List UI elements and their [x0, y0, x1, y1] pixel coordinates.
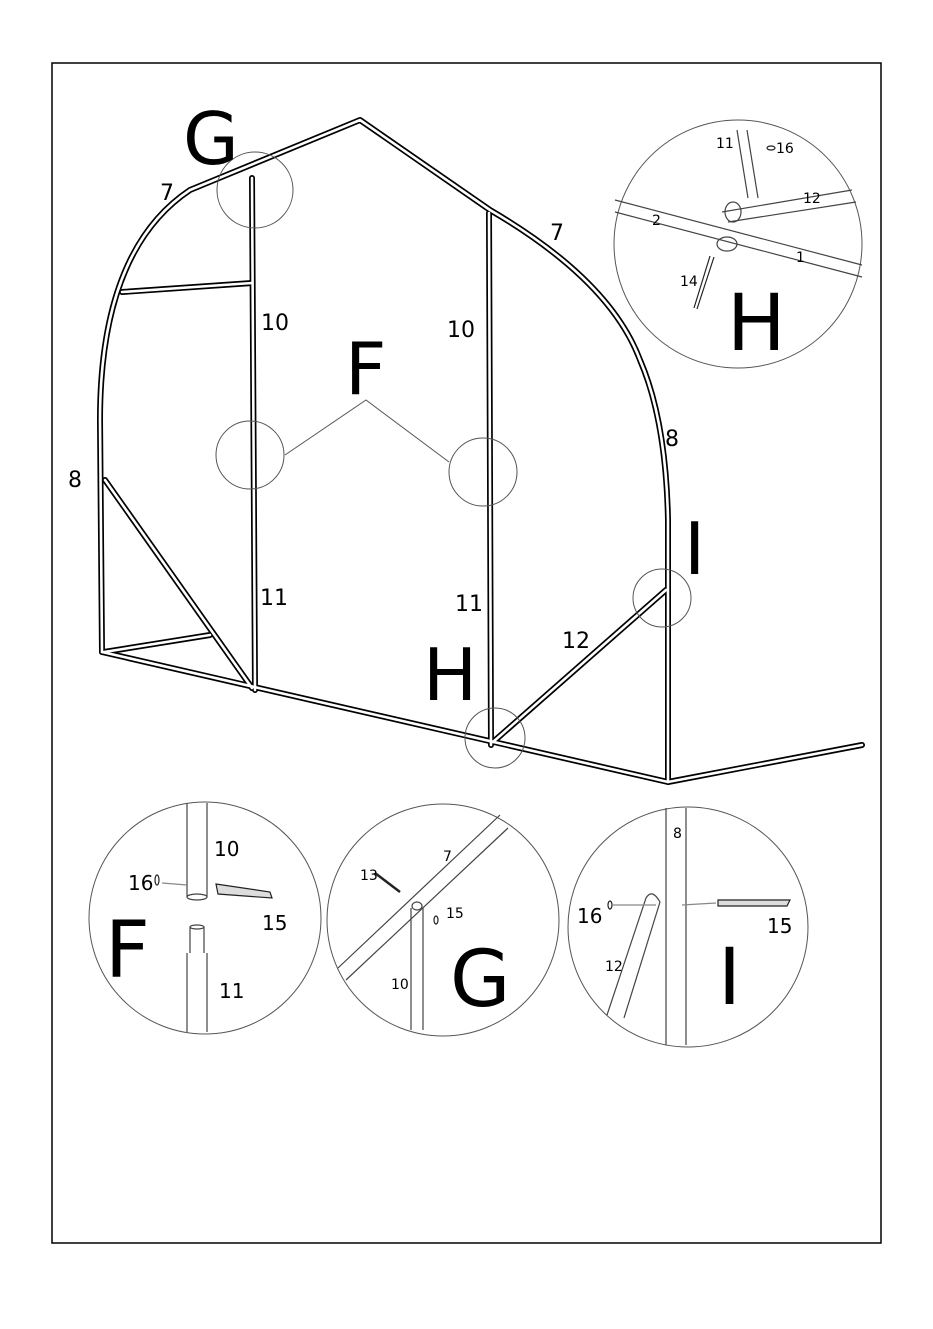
detail-f-nut-16 [155, 875, 159, 885]
detail-i-tube-8 [666, 808, 686, 1045]
detail-h-part-14: 14 [680, 274, 698, 290]
detail-h-tube-11 [737, 130, 758, 198]
detail-g-joint [412, 902, 422, 910]
detail-g-part-15: 15 [446, 906, 464, 922]
label-part-8-left: 8 [68, 468, 82, 493]
detail-h-tube-12 [722, 190, 856, 222]
detail-g-bolt-13 [375, 873, 400, 892]
detail-f: 10 16 15 11 F [89, 802, 321, 1034]
detail-i: 8 16 15 12 I [568, 807, 808, 1047]
detail-i-part-12: 12 [605, 959, 623, 975]
label-part-10-left: 10 [261, 311, 289, 336]
detail-g-letter: G [450, 935, 510, 1025]
detail-h-tube-1-2 [615, 200, 862, 277]
detail-i-tube-12 [607, 894, 660, 1018]
detail-f-bolt-15 [216, 884, 272, 898]
detail-g-part-13: 13 [360, 868, 378, 884]
detail-f-tube-10-end [187, 894, 207, 900]
detail-i-bolt-leader [682, 903, 716, 905]
circle-i [633, 569, 691, 627]
detail-g: 13 7 15 10 G [327, 804, 559, 1036]
detail-f-nut-leader [162, 883, 187, 885]
detail-h: 11 16 12 2 1 14 H [614, 120, 862, 369]
detail-h-letter: H [727, 279, 786, 369]
detail-g-part-7: 7 [443, 849, 452, 865]
detail-i-part-15: 15 [767, 914, 792, 938]
detail-f-part-16: 16 [128, 871, 153, 895]
detail-i-nut-16 [608, 901, 612, 909]
detail-i-part-8: 8 [673, 826, 682, 842]
detail-h-part-16: 16 [776, 141, 794, 157]
circle-f-left [216, 421, 284, 489]
label-part-7-right: 7 [550, 221, 564, 246]
label-part-11-right: 11 [455, 592, 483, 617]
label-part-10-right: 10 [447, 318, 475, 343]
base-tube [102, 652, 862, 782]
detail-i-bolt-15 [718, 900, 790, 906]
label-i: I [684, 507, 705, 591]
detail-f-part-11: 11 [219, 979, 244, 1003]
detail-h-part-1: 1 [796, 250, 805, 266]
label-f: F [345, 327, 386, 411]
circle-f-right [449, 438, 517, 506]
detail-f-tube-11 [187, 953, 207, 1032]
detail-f-letter: F [105, 906, 150, 996]
label-part-8-right: 8 [665, 427, 679, 452]
detail-h-nut-16 [767, 146, 775, 150]
detail-h-part-12: 12 [803, 191, 821, 207]
arch-tube [100, 120, 668, 782]
detail-g-circle [327, 804, 559, 1036]
detail-f-part-15: 15 [262, 911, 287, 935]
detail-g-part-10: 10 [391, 977, 409, 993]
detail-f-part-10: 10 [214, 837, 239, 861]
detail-f-tube-10 [187, 803, 207, 897]
detail-g-nut-15 [434, 916, 438, 924]
detail-h-clamp [725, 202, 741, 222]
detail-h-part-11: 11 [716, 136, 734, 152]
detail-h-part-2: 2 [652, 213, 661, 229]
detail-i-part-16: 16 [577, 904, 602, 928]
label-part-7-left: 7 [160, 181, 174, 206]
label-g: G [183, 97, 239, 181]
label-part-12: 12 [562, 629, 590, 654]
label-part-11-left: 11 [260, 586, 288, 611]
detail-h-joint [717, 237, 737, 251]
detail-g-tube-10 [411, 908, 423, 1030]
detail-f-swage [190, 927, 204, 953]
detail-i-letter: I [718, 933, 741, 1023]
label-h: H [423, 633, 477, 717]
detail-f-swage-top [190, 925, 204, 929]
